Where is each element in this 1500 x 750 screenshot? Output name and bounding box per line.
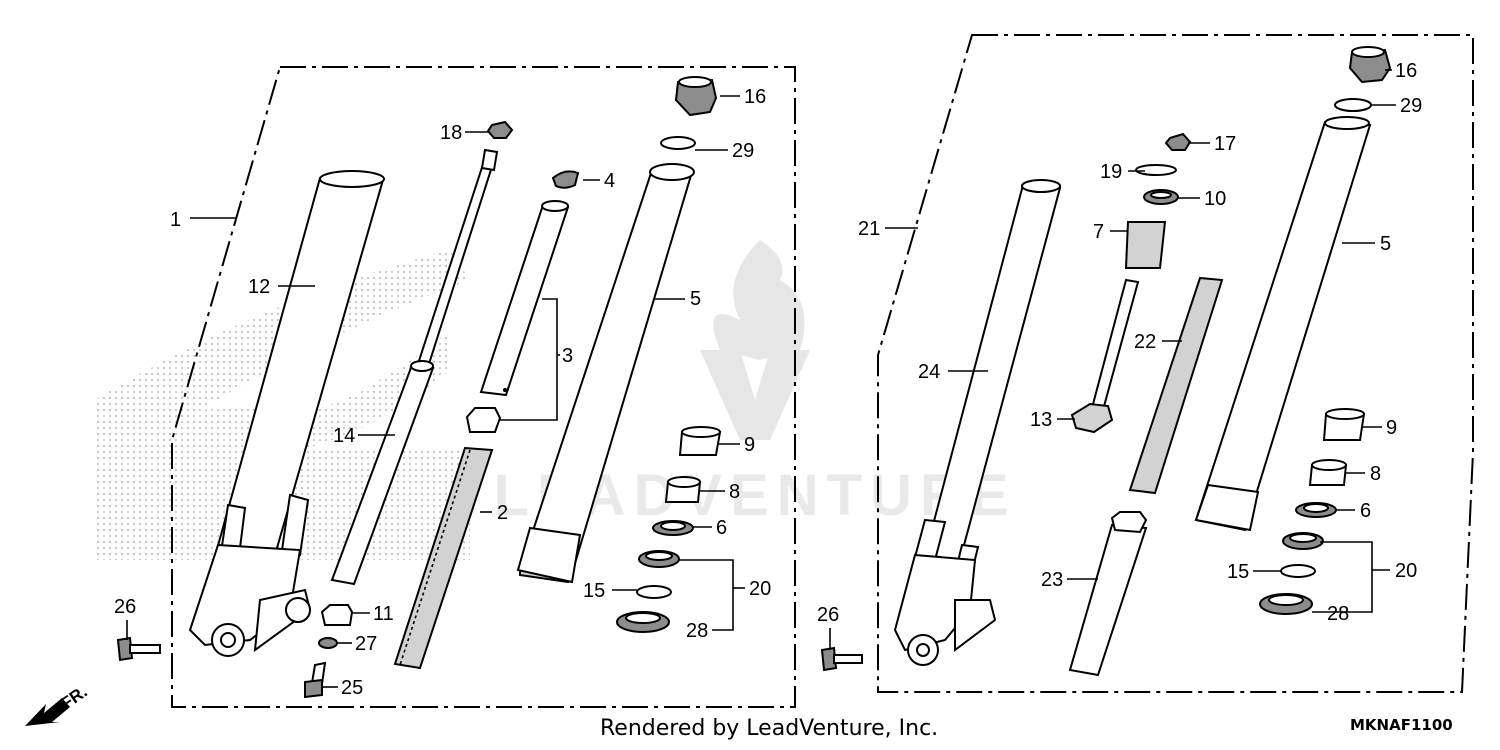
- callout-16-right: 16: [1395, 60, 1417, 82]
- dust-seal-28-left: [616, 611, 670, 633]
- callout-9-right: 9: [1386, 417, 1397, 439]
- oil-seal-20-left: [638, 550, 680, 568]
- nut-17: [1164, 132, 1192, 151]
- callout-14: 14: [333, 425, 355, 447]
- callout-11: 11: [373, 603, 394, 625]
- callout-12: 12: [248, 276, 270, 298]
- callout-25: 25: [341, 677, 363, 699]
- slide-bushing-9-left: [678, 426, 722, 456]
- piston-nut-3: [465, 407, 502, 433]
- diagram-code: MKNAF1100: [1350, 716, 1453, 734]
- callout-29-right: 29: [1400, 95, 1422, 117]
- fork-tube-5-left: [516, 163, 695, 584]
- oil-seal-20-right: [1282, 532, 1324, 550]
- callout-7: 7: [1093, 221, 1104, 243]
- callout-18: 18: [440, 122, 462, 144]
- o-ring-29-left: [660, 136, 696, 150]
- callout-3: 3: [562, 345, 573, 367]
- spring-22: [1128, 276, 1224, 495]
- callout-8-right: 8: [1370, 463, 1381, 485]
- spring-2: [393, 446, 494, 670]
- callout-17: 17: [1214, 133, 1236, 155]
- right-assembly-border: [877, 34, 1474, 693]
- piston-13: [1070, 402, 1114, 434]
- callout-6-right: 6: [1360, 500, 1371, 522]
- callout-22: 22: [1134, 331, 1156, 353]
- slide-bushing-9-right: [1322, 408, 1366, 441]
- axle-holder-left: [188, 493, 312, 657]
- callout-9-left: 9: [744, 434, 755, 456]
- callout-6-left: 6: [716, 517, 727, 539]
- washer-6-right: [1295, 502, 1337, 518]
- callout-21: 21: [858, 218, 880, 240]
- nut-18: [486, 120, 514, 139]
- callout-5-left: 5: [690, 288, 701, 310]
- callout-1: 1: [170, 209, 181, 231]
- fork-tube-5-right: [1194, 116, 1372, 532]
- callout-20-right: 20: [1395, 560, 1417, 582]
- callout-24: 24: [918, 361, 940, 383]
- callout-5-right: 5: [1380, 233, 1391, 255]
- stop-ring-15-left: [636, 585, 672, 599]
- callout-15-left: 15: [583, 580, 605, 602]
- front-arrow-icon: FR.: [25, 682, 91, 726]
- callout-28-left: 28: [686, 620, 708, 642]
- render-credit: Rendered by LeadVenture, Inc.: [600, 716, 939, 741]
- clip-4: [551, 170, 580, 189]
- inner-cartridge-14: [330, 360, 435, 586]
- callout-28-right: 28: [1327, 603, 1349, 625]
- callout-29-left: 29: [732, 140, 754, 162]
- bolt-26-right: [820, 646, 863, 672]
- guide-bushing-8-left: [664, 476, 702, 503]
- callout-19: 19: [1100, 161, 1122, 183]
- tube-3: [479, 200, 570, 397]
- stop-ring-15-right: [1280, 564, 1316, 578]
- callout-13: 13: [1030, 409, 1052, 431]
- callout-16-left: 16: [744, 86, 766, 108]
- callout-10: 10: [1204, 188, 1226, 210]
- bushing-11: [320, 604, 354, 626]
- axle-holder-right: [893, 518, 997, 666]
- clip-19: [1135, 164, 1177, 176]
- guide-bushing-8-right: [1308, 459, 1348, 486]
- callout-15-right: 15: [1227, 561, 1249, 583]
- o-ring-29-right: [1334, 98, 1372, 112]
- washer-27: [318, 637, 338, 649]
- callout-8-left: 8: [729, 481, 740, 503]
- callout-26-right: 26: [817, 604, 839, 626]
- cap-bolt-16-right: [1348, 46, 1392, 84]
- callout-4: 4: [604, 170, 615, 192]
- bolt-25: [304, 661, 327, 699]
- washer-10: [1143, 189, 1179, 205]
- dust-seal-28-right: [1259, 593, 1313, 615]
- spring-7: [1124, 221, 1167, 269]
- tube-23: [1068, 511, 1148, 677]
- left-assembly-border: [171, 66, 796, 708]
- leader-lines: [126, 69, 1396, 688]
- callout-2: 2: [497, 502, 508, 524]
- callout-27: 27: [355, 633, 377, 655]
- callout-23: 23: [1041, 569, 1063, 591]
- rod-13: [1090, 278, 1140, 412]
- callout-26-left: 26: [114, 596, 136, 618]
- bolt-26-left: [116, 636, 161, 662]
- cap-bolt-16-left: [674, 76, 718, 117]
- washer-6-left: [652, 520, 694, 536]
- callout-20-left: 20: [749, 578, 771, 600]
